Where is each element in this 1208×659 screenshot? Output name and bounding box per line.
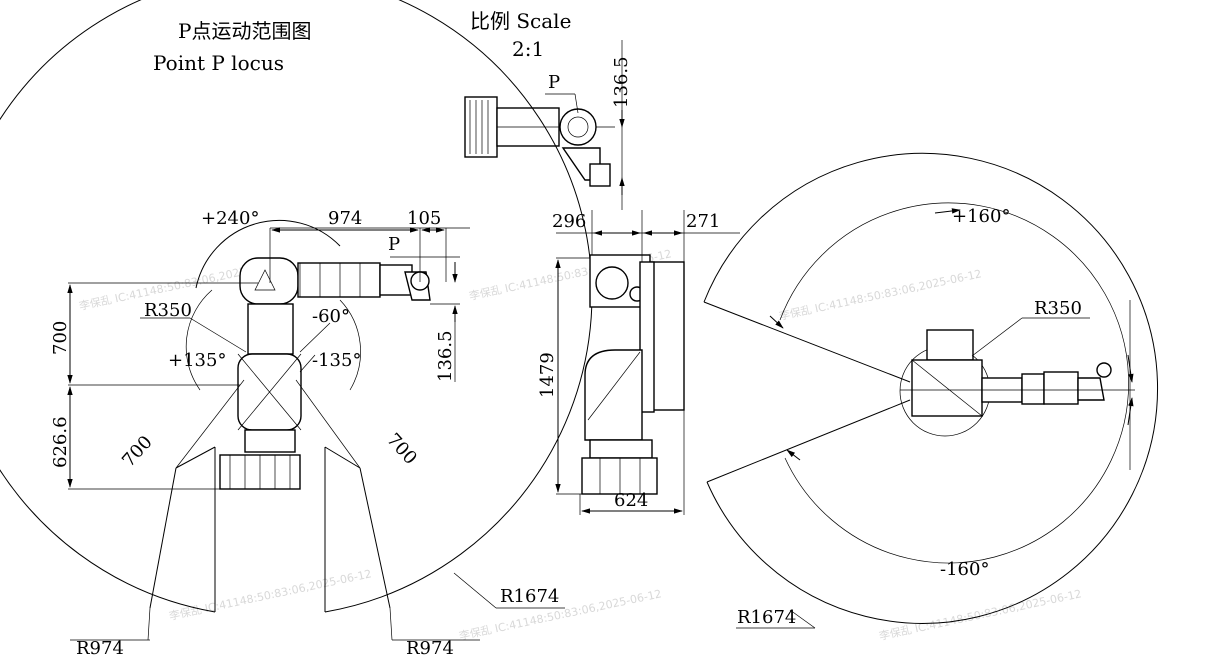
diag-left-label: 700 [118,432,157,472]
side-view-left: +240° 974 105 P R350 -60° +135° -135° 70… [0,0,593,659]
offset-dim-label: 136.5 [435,330,456,382]
front-height-label: 1479 [537,352,558,398]
angle-plus135-label: +135° [168,350,226,371]
angle-minus135-label: -135° [312,350,361,371]
radius-mid-right-label: R974 [406,638,454,659]
scale-label: 比例 Scale [470,9,571,33]
front-width-left-label: 296 [552,211,586,232]
top-view-wrist: P 136.5 [464,40,632,210]
angle-top-label: +240° [201,208,259,229]
plan-angle-plus-label: +160° [952,206,1010,227]
front-base-width-label: 624 [614,490,648,511]
plan-radius-outer-label: R1674 [737,607,796,628]
scale-value: 2:1 [512,37,544,61]
radius-outer-label: R1674 [500,586,559,607]
height-upper-label: 700 [50,321,71,355]
radius-mid-left-label: R974 [76,638,124,659]
watermark-text-4: 李保乱 IC:41148:50:83:06,2025-06-12 [458,586,663,643]
title-chinese: P点运动范围图 [178,19,311,43]
point-p-label: P [388,234,400,255]
front-view: 296 271 1479 624 [537,210,740,515]
watermark-text-5: 李保乱 IC:41148:50:83:06,2025-06-12 [878,586,1083,643]
wrist-dim-label: 105 [407,208,441,229]
top-view-offset-dim: 136.5 [611,56,632,108]
front-width-right-label: 271 [686,211,720,232]
watermark-text-3: 李保乱 IC:41148:50:83:06,2025-06-12 [778,266,983,323]
watermark-text-6: 李保乱 IC:41148:50:83:06,2025-06-12 [168,566,373,623]
diag-right-label: 700 [382,429,421,469]
radius-inner-label: R350 [144,300,192,321]
reach-dim-label: 974 [328,208,362,229]
plan-view: +160° -160° R350 R1674 [703,152,1159,629]
plan-angle-minus-label: -160° [940,559,989,580]
height-lower-label: 626.6 [50,416,71,468]
watermark-layer: 李保乱 IC:41148:50:83:06,2025-06-12 李保乱 IC:… [78,246,1083,643]
plan-radius-inner-label: R350 [1034,298,1082,319]
title-english: Point P locus [153,51,284,75]
angle-minus60-label: -60° [312,306,350,327]
top-view-point-label: P [548,72,560,93]
